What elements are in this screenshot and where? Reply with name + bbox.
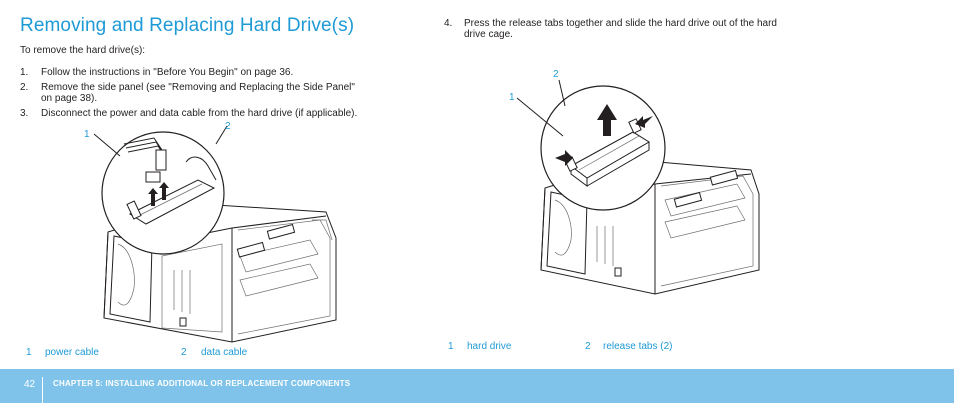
press-arrow-left-icon (555, 150, 573, 166)
footer-divider (42, 377, 43, 403)
callout-1-left: 1 (84, 129, 90, 140)
step-4-text-line1: Press the release tabs together and slid… (464, 18, 777, 29)
step-4-text-line2: drive cage. (464, 29, 513, 40)
step-1-number: 1. (20, 67, 29, 78)
page-number: 42 (24, 379, 36, 390)
step-2-number: 2. (20, 82, 29, 93)
legend-num-2-left: 2 (181, 347, 187, 358)
callout-leader-1 (93, 133, 121, 157)
legend-label-hard-drive: hard drive (467, 341, 512, 352)
step-3-number: 3. (20, 108, 29, 119)
legend-label-data-cable: data cable (201, 347, 248, 358)
legend-label-power-cable: power cable (45, 347, 99, 358)
callout-2-left: 2 (225, 121, 231, 132)
callout-1-right: 1 (509, 92, 515, 103)
callout-leader-1 (516, 97, 564, 137)
legend-num-1-right: 1 (448, 341, 454, 352)
callout-2-right: 2 (553, 69, 559, 80)
magnified-callout-circle (540, 85, 666, 211)
computer-chassis-drawing (103, 203, 337, 343)
step-4-number: 4. (444, 18, 453, 29)
step-3-text: Disconnect the power and data cable from… (41, 108, 358, 119)
callout-leader-2 (215, 125, 228, 145)
intro-text: To remove the hard drive(s): (20, 45, 146, 56)
step-2-text-line1: Remove the side panel (see "Removing and… (41, 82, 355, 93)
hard-drive-cable-illustration (93, 125, 337, 343)
step-1-text: Follow the instructions in "Before You B… (41, 67, 294, 78)
slide-out-arrow-icon (597, 104, 617, 136)
magnified-callout-circle (101, 131, 225, 255)
page-title: Removing and Replacing Hard Drive(s) (20, 15, 355, 36)
legend-num-1-left: 1 (26, 347, 32, 358)
hard-drive-removal-illustration (516, 79, 760, 295)
step-2-text-line2: on page 38). (41, 93, 98, 104)
legend-num-2-right: 2 (585, 341, 591, 352)
press-arrow-right-icon (635, 116, 653, 128)
chapter-title: CHAPTER 5: INSTALLING ADDITIONAL OR REPL… (53, 379, 351, 388)
page-footer: 42 CHAPTER 5: INSTALLING ADDITIONAL OR R… (0, 369, 954, 403)
legend-label-release-tabs: release tabs (2) (603, 341, 673, 352)
callout-leader-2 (558, 79, 566, 107)
